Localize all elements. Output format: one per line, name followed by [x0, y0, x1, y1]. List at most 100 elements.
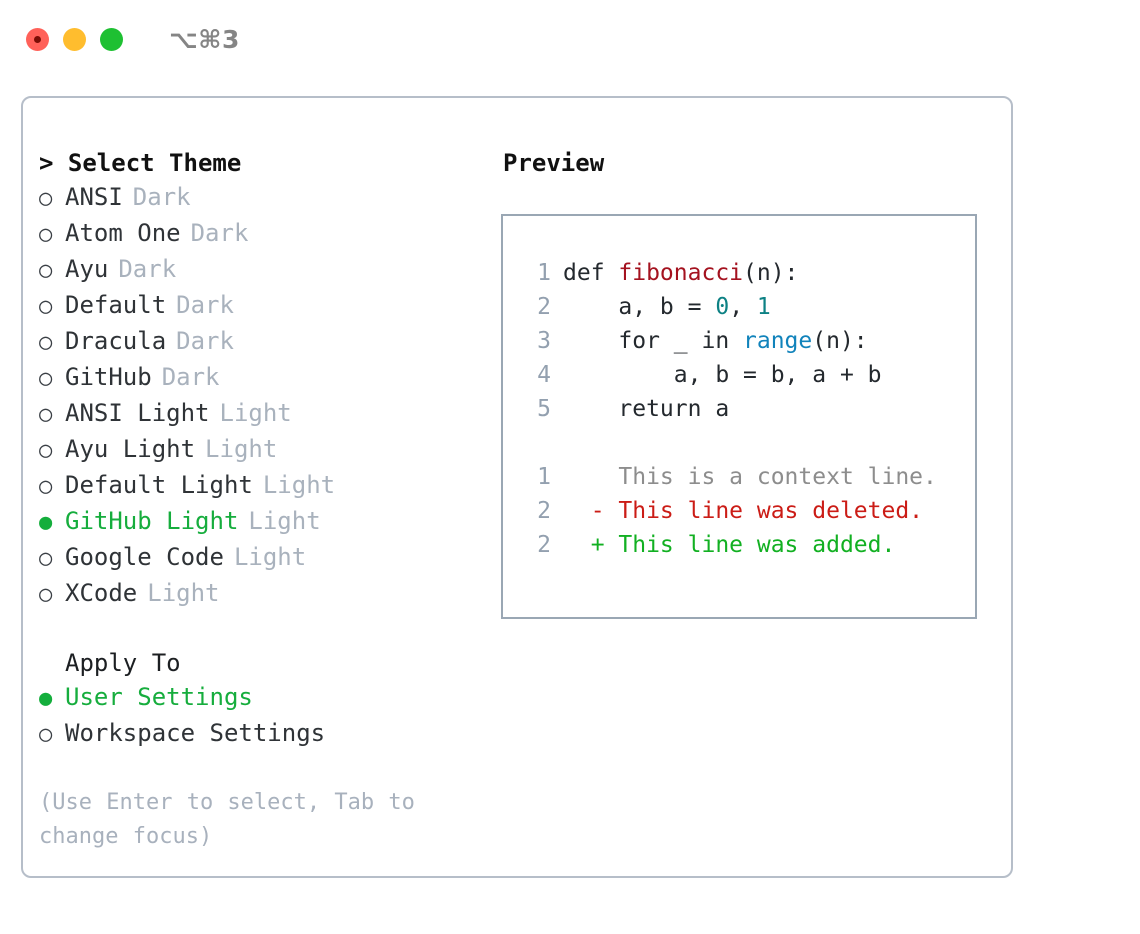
code-line-content: return a	[563, 392, 729, 426]
diff-sample: 1 This is a context line.2 - This line w…	[521, 460, 975, 562]
diff-marker	[563, 460, 618, 494]
code-line: 2 a, b = 0, 1	[521, 290, 975, 324]
apply-to-list[interactable]: ● User Settings ○ Workspace Settings	[39, 680, 501, 752]
radio-unselected-icon: ○	[39, 438, 53, 463]
radio-unselected-icon: ○	[39, 330, 53, 355]
radio-unselected-icon: ○	[39, 186, 53, 211]
radio-unselected-icon: ○	[39, 474, 53, 499]
apply-to-title: Apply To	[65, 649, 181, 677]
theme-option-label: Default	[65, 291, 167, 319]
apply-to-option-label: Workspace Settings	[65, 719, 326, 747]
theme-option-label: GitHub	[65, 363, 152, 391]
minimize-window-button[interactable]	[63, 27, 86, 51]
theme-option-ayu[interactable]: ○ Ayu Dark	[39, 252, 501, 288]
theme-option-atom-one[interactable]: ○ Atom One Dark	[39, 216, 501, 252]
preview-title: Preview	[503, 149, 605, 177]
radio-unselected-icon: ○	[39, 402, 53, 427]
line-number: 4	[537, 362, 551, 388]
theme-option-variant-tag: Dark	[190, 219, 249, 247]
keyboard-shortcut-label: ⌥⌘3	[169, 24, 240, 54]
apply-to-option-user-settings[interactable]: ● User Settings	[39, 680, 501, 716]
code-line: 3 for _ in range(n):	[521, 324, 975, 358]
apply-to-option-workspace-settings[interactable]: ○ Workspace Settings	[39, 716, 501, 752]
theme-option-label: ANSI	[65, 183, 123, 211]
code-token-num: 0	[715, 294, 730, 320]
theme-option-label: Google Code	[65, 543, 224, 571]
code-token-plain: return a	[563, 396, 730, 422]
diff-line-text: This line was added.	[618, 532, 896, 558]
line-number: 1	[537, 260, 551, 286]
keyboard-hint-text: (Use Enter to select, Tab to change focu…	[39, 790, 415, 849]
theme-option-label: Default Light	[65, 471, 253, 499]
line-number: 2	[537, 532, 551, 558]
code-token-plain: a, b = b, a + b	[563, 362, 882, 388]
theme-option-label: Ayu Light	[65, 435, 196, 463]
theme-option-xcode[interactable]: ○ XCode Light	[39, 576, 501, 612]
window-controls	[26, 27, 123, 51]
select-theme-header: > Select Theme	[39, 149, 242, 177]
theme-option-variant-tag: Light	[147, 579, 220, 607]
code-token-plain: ,	[729, 294, 757, 320]
theme-option-label: Dracula	[65, 327, 167, 355]
code-line-content: def fibonacci(n):	[563, 256, 798, 290]
diff-line-ctx: 1 This is a context line.	[521, 460, 975, 494]
line-number: 3	[537, 328, 551, 354]
radio-selected-icon: ●	[39, 510, 53, 535]
radio-selected-icon: ●	[39, 686, 53, 711]
code-line: 1 def fibonacci(n):	[521, 256, 975, 290]
code-line-content: for _ in range(n):	[563, 324, 868, 358]
line-number: 1	[537, 464, 551, 490]
theme-option-variant-tag: Dark	[161, 363, 220, 391]
theme-option-label: XCode	[65, 579, 138, 607]
title-bar: ⌥⌘3	[0, 0, 1140, 78]
code-token-def: def	[563, 260, 619, 286]
theme-option-variant-tag: Light	[205, 435, 278, 463]
theme-option-label: Atom One	[65, 219, 181, 247]
code-token-plain: for _ in	[563, 328, 744, 354]
diff-marker: -	[563, 498, 619, 524]
theme-option-variant-tag: Dark	[132, 183, 191, 211]
code-line: 4 a, b = b, a + b	[521, 358, 975, 392]
code-token-fn: fibonacci	[618, 260, 744, 286]
radio-unselected-icon: ○	[39, 222, 53, 247]
code-token-plain: a, b =	[563, 294, 716, 320]
theme-option-ansi[interactable]: ○ ANSI Dark	[39, 180, 501, 216]
code-diff-spacer	[521, 426, 975, 460]
radio-unselected-icon: ○	[39, 294, 53, 319]
diff-line-text: This line was deleted.	[618, 498, 924, 524]
maximize-window-button[interactable]	[100, 27, 123, 51]
radio-unselected-icon: ○	[39, 582, 53, 607]
radio-unselected-icon: ○	[39, 258, 53, 283]
radio-unselected-icon: ○	[39, 546, 53, 571]
code-token-plain: (n):	[812, 328, 868, 354]
theme-option-ayu-light[interactable]: ○ Ayu Light Light	[39, 432, 501, 468]
line-number: 2	[537, 294, 551, 320]
diff-line-text: This is a context line.	[618, 464, 937, 490]
section-spacer	[39, 612, 501, 646]
apply-to-option-label: User Settings	[65, 683, 253, 711]
theme-option-label: Ayu	[65, 255, 109, 283]
theme-option-variant-tag: Dark	[176, 327, 234, 355]
radio-unselected-icon: ○	[39, 722, 53, 747]
code-token-plain: (n):	[743, 260, 799, 286]
code-line: 5 return a	[521, 392, 975, 426]
theme-option-dracula[interactable]: ○ Dracula Dark	[39, 324, 501, 360]
diff-marker: +	[563, 532, 619, 558]
line-number: 2	[537, 498, 551, 524]
theme-option-variant-tag: Dark	[118, 255, 177, 283]
close-window-button[interactable]	[26, 27, 49, 51]
line-number: 5	[537, 396, 551, 422]
theme-option-variant-tag: Light	[219, 399, 292, 427]
diff-line-del: 2 - This line was deleted.	[521, 494, 975, 528]
